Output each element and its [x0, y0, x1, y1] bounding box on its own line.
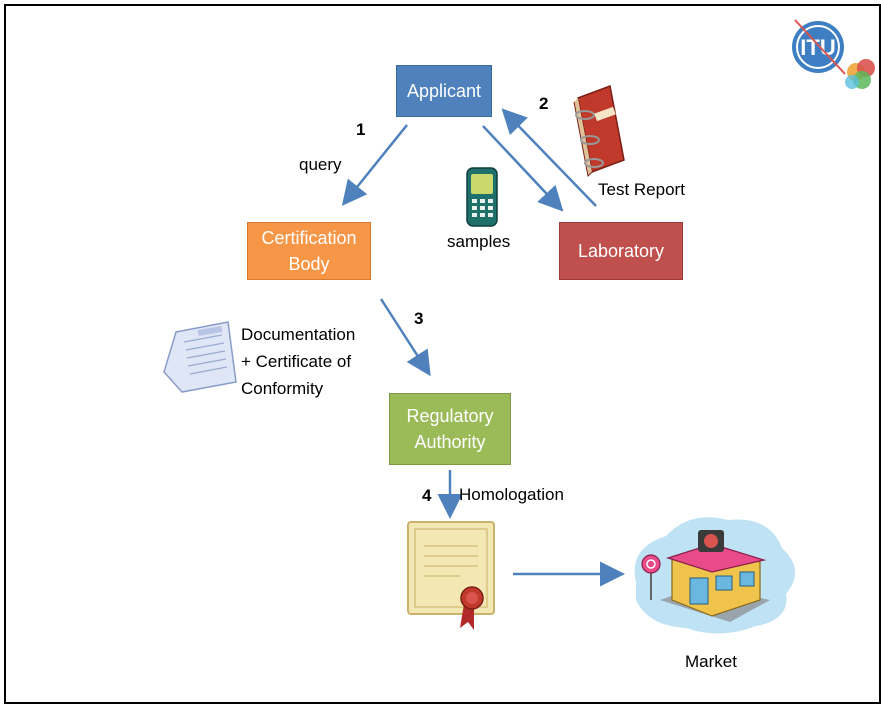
report-book-icon [573, 84, 625, 178]
node-laboratory: Laboratory [559, 222, 683, 280]
node-certification-body-label: Certification Body [261, 228, 357, 274]
arrows-layer [341, 108, 625, 587]
step-4: 4 [422, 486, 432, 505]
node-applicant-label: Applicant [406, 81, 482, 101]
label-homologation: Homologation [459, 485, 564, 504]
node-certification-body: Certification Body [247, 222, 371, 280]
arrow-laboratory-to-applicant [501, 108, 597, 207]
itu-logo: ITU [792, 19, 875, 89]
label-query: query [299, 155, 342, 174]
arrow-applicant-to-certification [341, 124, 408, 206]
step-3: 3 [414, 309, 424, 328]
node-regulatory-authority-label: Regulatory Authority [406, 406, 494, 452]
svg-text:ITU: ITU [800, 35, 835, 60]
market-shop-icon [634, 517, 796, 634]
arrow-applicant-to-laboratory [482, 125, 564, 212]
step-2: 2 [539, 94, 549, 113]
label-documentation: Documentation + Certificate of Conformit… [241, 325, 356, 398]
label-samples: samples [447, 232, 511, 251]
phone-icon [466, 167, 498, 227]
node-laboratory-label: Laboratory [577, 241, 665, 261]
node-regulatory-authority: Regulatory Authority [389, 393, 511, 465]
arrow-certification-to-regulatory [379, 298, 431, 377]
label-test-report: Test Report [598, 180, 685, 199]
document-icon [163, 321, 237, 393]
step-1: 1 [356, 120, 366, 139]
node-applicant: Applicant [396, 65, 492, 117]
certificate-icon [407, 521, 495, 630]
